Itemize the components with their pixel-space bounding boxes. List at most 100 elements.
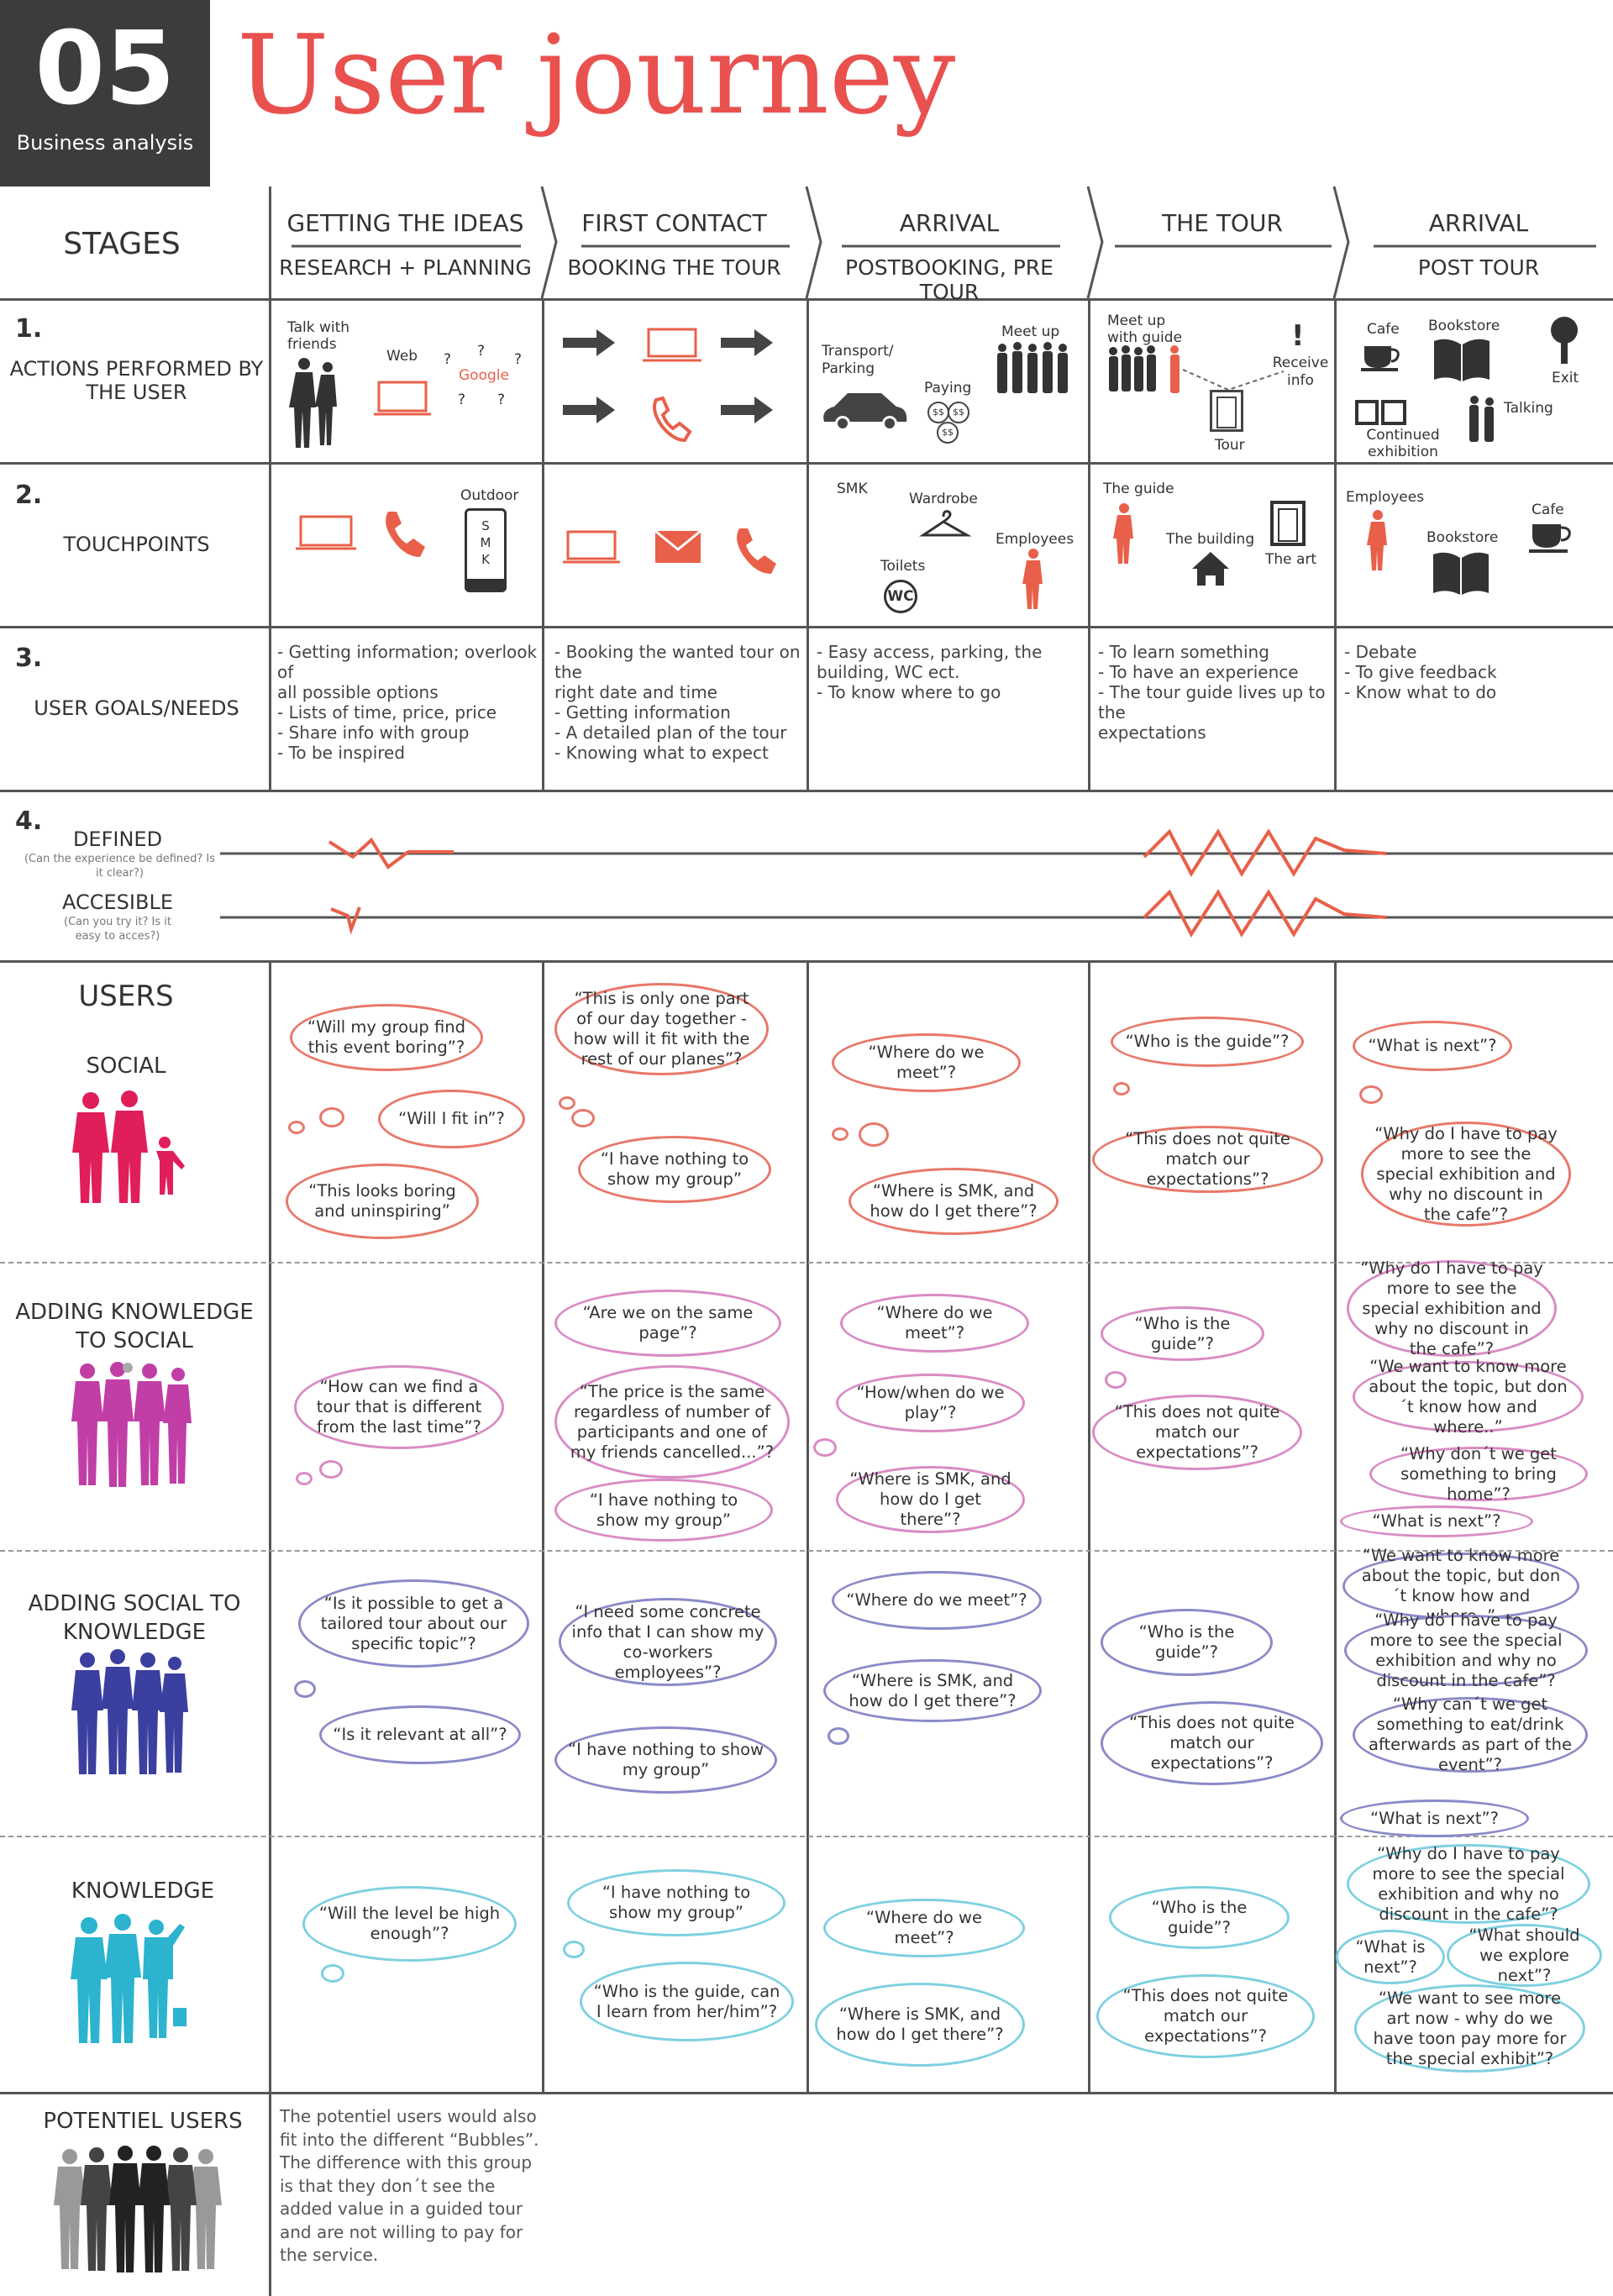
- cafe-label: Cafe: [1532, 502, 1564, 518]
- potential-users-icon: [54, 2146, 222, 2272]
- grid-line: [806, 960, 809, 2092]
- grid-line: [1088, 960, 1090, 2092]
- goals-stage-4: - To learn something - To have an experi…: [1098, 642, 1326, 743]
- question-mark: ?: [458, 391, 466, 408]
- thought-bubble: “What should we explore next”?: [1447, 1924, 1602, 1987]
- thought-bubble: “How can we find a tour that is differen…: [294, 1365, 504, 1449]
- thought-dot: [321, 1964, 344, 1983]
- thought-dot: [1105, 1371, 1127, 1389]
- thought-bubble: “This does not quite match our expectati…: [1096, 1974, 1315, 2058]
- thought-dot: [832, 1127, 849, 1141]
- thought-dot: [813, 1438, 837, 1458]
- grid-line: [542, 960, 544, 2092]
- stage-2-sub: BOOKING THE TOUR: [567, 255, 781, 280]
- grid-line: [1334, 298, 1337, 790]
- web-label: Web: [386, 348, 418, 365]
- stage-3-sub: POSTBOOKING, PRE TOUR: [845, 255, 1053, 304]
- wardrobe-label: Wardrobe: [909, 491, 978, 507]
- chapter-number: 05: [34, 11, 176, 128]
- thought-bubble: “This does not quite match our expectati…: [1101, 1701, 1323, 1785]
- coffee-cup-icon: [1361, 346, 1400, 371]
- arrow-right-icon: [563, 397, 615, 423]
- coffee-cup-icon: [1529, 524, 1571, 553]
- knowledge-users-icon: [71, 1914, 187, 2043]
- grid-line: [269, 187, 271, 790]
- thought-bubble: “Where do we meet”?: [840, 1294, 1029, 1353]
- continued-exhibition-label: Continued exhibition: [1366, 427, 1440, 460]
- art-frame-icon: [1270, 501, 1306, 546]
- thought-bubble: “What is next”?: [1340, 1799, 1529, 1837]
- adding-social-label: ADDING SOCIAL TO KNOWLEDGE: [28, 1591, 241, 1645]
- artwork-frame-icon: [1210, 390, 1243, 432]
- goals-stage-3: - Easy access, parking, the building, WC…: [817, 642, 1043, 702]
- thought-bubble: “I have nothing to show my group”: [578, 1136, 771, 1203]
- people-talking-icon: [1469, 396, 1494, 442]
- hanger-icon: [919, 510, 972, 537]
- potential-users-label: POTENTIEL USERS: [43, 2109, 243, 2134]
- employees-label: Employees: [996, 531, 1074, 548]
- paying-label: Paying: [924, 380, 972, 397]
- employee-icon: [1022, 549, 1043, 609]
- row-4-number: 4.: [15, 806, 43, 836]
- thought-dot: [288, 1121, 305, 1134]
- social-label: SOCIAL: [86, 1053, 166, 1079]
- thought-bubble: “Where is SMK, and how do I get there”?: [836, 1466, 1025, 1533]
- talk-with-friends-label: Talk with friends: [287, 319, 350, 353]
- thought-bubble: “I need some concrete info that I can sh…: [559, 1598, 777, 1686]
- stage-5-title: ARRIVAL: [1428, 209, 1529, 237]
- question-mark: ?: [477, 343, 486, 360]
- bookstore-label: Bookstore: [1426, 529, 1499, 546]
- google-label: Google: [459, 367, 509, 384]
- thought-bubble: “Why do I have to pay more to see the sp…: [1347, 1844, 1590, 1924]
- row-3-number: 3.: [15, 644, 43, 673]
- thought-bubble: “Who is the guide”?: [1101, 1609, 1273, 1676]
- meet-guide-label: Meet up with guide: [1107, 313, 1183, 346]
- users-label: USERS: [78, 980, 174, 1013]
- thought-bubble: “Who is the guide”?: [1109, 1886, 1290, 1949]
- thought-bubble: “This looks boring and uninspiring”: [286, 1164, 479, 1239]
- arrow-right-icon: [563, 329, 615, 356]
- thought-bubble: “Will my group find this event boring”?: [290, 1004, 483, 1071]
- row-3-label: USER GOALS/NEEDS: [34, 696, 239, 720]
- thought-bubble: “This does not quite match our expectati…: [1092, 1395, 1302, 1470]
- cafe-label: Cafe: [1367, 321, 1400, 338]
- thought-dot: [296, 1472, 313, 1485]
- talking-label: Talking: [1504, 400, 1553, 417]
- laptop-icon: [296, 515, 356, 550]
- thought-bubble: “Who is the guide”?: [1101, 1306, 1264, 1361]
- row-1-label: ACTIONS PERFORMED BY THE USER: [9, 357, 264, 404]
- tour-label: Tour: [1215, 437, 1245, 454]
- mail-icon: [654, 529, 701, 563]
- thought-bubble: “I have nothing to show my group”: [567, 1869, 785, 1936]
- group-icon: [997, 342, 1068, 393]
- chapter-subtitle: Business analysis: [16, 131, 194, 155]
- adding-knowledge-users-icon: [71, 1362, 192, 1487]
- wc-icon: WC: [884, 580, 917, 613]
- question-mark: ?: [514, 351, 523, 368]
- accesible-note: (Can you try it? Is it easy to acces?): [64, 916, 171, 943]
- laptop-icon: [374, 381, 431, 416]
- adding-knowledge-label: ADDING KNOWLEDGE TO SOCIAL: [15, 1300, 254, 1353]
- section-divider: [0, 1262, 1613, 1264]
- arrow-right-icon: [721, 329, 773, 356]
- the-building-label: The building: [1166, 531, 1255, 548]
- phone-icon: [737, 528, 776, 574]
- potential-users-text: The potentiel users would also fit into …: [280, 2106, 539, 2265]
- thought-bubble: “This does not quite match our expectati…: [1092, 1126, 1323, 1193]
- thought-bubble: “How/when do we play”?: [836, 1374, 1025, 1432]
- row-1-number: 1.: [15, 314, 43, 344]
- thought-bubble: “The price is the same regardless of num…: [554, 1365, 790, 1479]
- thought-bubble: “I have nothing to show my group”: [554, 1479, 773, 1542]
- thought-bubble: “Why don´t we get something to bring hom…: [1369, 1444, 1588, 1504]
- thought-bubble: “Why do I have to pay more to see the sp…: [1361, 1122, 1571, 1227]
- thought-bubble: “Where do we meet”?: [832, 1033, 1021, 1092]
- outdoor-sign-icon: S M K: [465, 508, 507, 592]
- thought-bubble: “Is it possible to get a tailored tour a…: [298, 1579, 529, 1668]
- thought-dot: [294, 1680, 316, 1698]
- laptop-icon: [563, 530, 620, 564]
- exclamation-icon: !: [1291, 319, 1305, 353]
- adding-social-users-icon: [71, 1649, 188, 1774]
- defined-note: (Can the experience be defined? Is it cl…: [24, 853, 216, 880]
- chapter-box: 05 Business analysis: [0, 0, 210, 187]
- thought-bubble: “Is it relevant at all”?: [319, 1705, 521, 1764]
